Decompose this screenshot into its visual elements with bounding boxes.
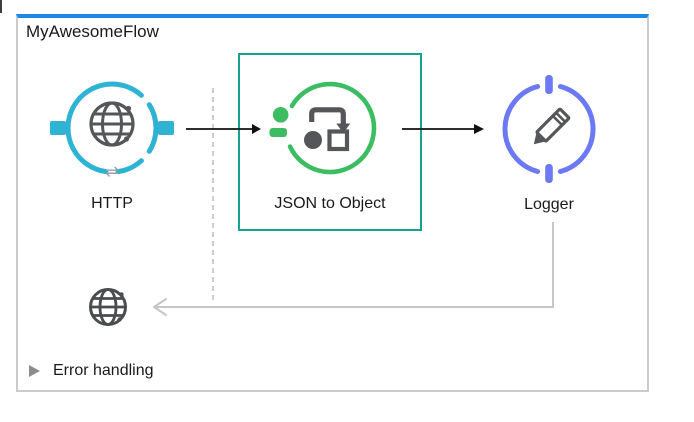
connector-http-to-transform	[186, 124, 261, 134]
screen-edge-artifact	[0, 0, 2, 13]
transform-dot	[272, 107, 289, 123]
flow-container[interactable]	[16, 14, 649, 392]
globe-icon	[89, 288, 127, 326]
arrow-right-icon	[252, 124, 261, 134]
node-label-logger: Logger	[524, 196, 574, 213]
transform-dash	[269, 128, 287, 137]
error-handling-header[interactable]: Error handling	[29, 359, 154, 383]
logger-ring-bars	[545, 75, 553, 183]
response-node[interactable]	[87, 286, 129, 328]
arrow-right-icon	[474, 124, 484, 134]
exchange-icon: ⇌	[105, 162, 119, 182]
selection-outline	[238, 53, 422, 231]
node-http[interactable]: ⇌ HTTP	[50, 73, 174, 223]
globe-icon	[89, 101, 135, 147]
transform-icon	[304, 107, 351, 152]
transform-ring	[287, 81, 377, 175]
expander-collapsed-icon[interactable]	[29, 365, 40, 377]
error-handling-label: Error handling	[53, 362, 154, 379]
logger-ring	[502, 84, 596, 174]
node-label-json-to-object: JSON to Object	[274, 195, 386, 212]
node-label-http: HTTP	[91, 195, 133, 212]
response-connector	[153, 222, 554, 316]
node-logger[interactable]: Logger	[494, 74, 604, 224]
http-ring	[65, 81, 159, 175]
node-json-to-object[interactable]: JSON to Object	[269, 73, 386, 223]
arrow-left-icon	[153, 298, 167, 316]
connection-tabs	[50, 121, 174, 135]
connector-transform-to-logger	[402, 124, 484, 134]
pencil-icon	[533, 107, 571, 145]
flow-title[interactable]: MyAwesomeFlow	[26, 22, 159, 41]
scope-divider-dashed-line	[212, 88, 214, 304]
